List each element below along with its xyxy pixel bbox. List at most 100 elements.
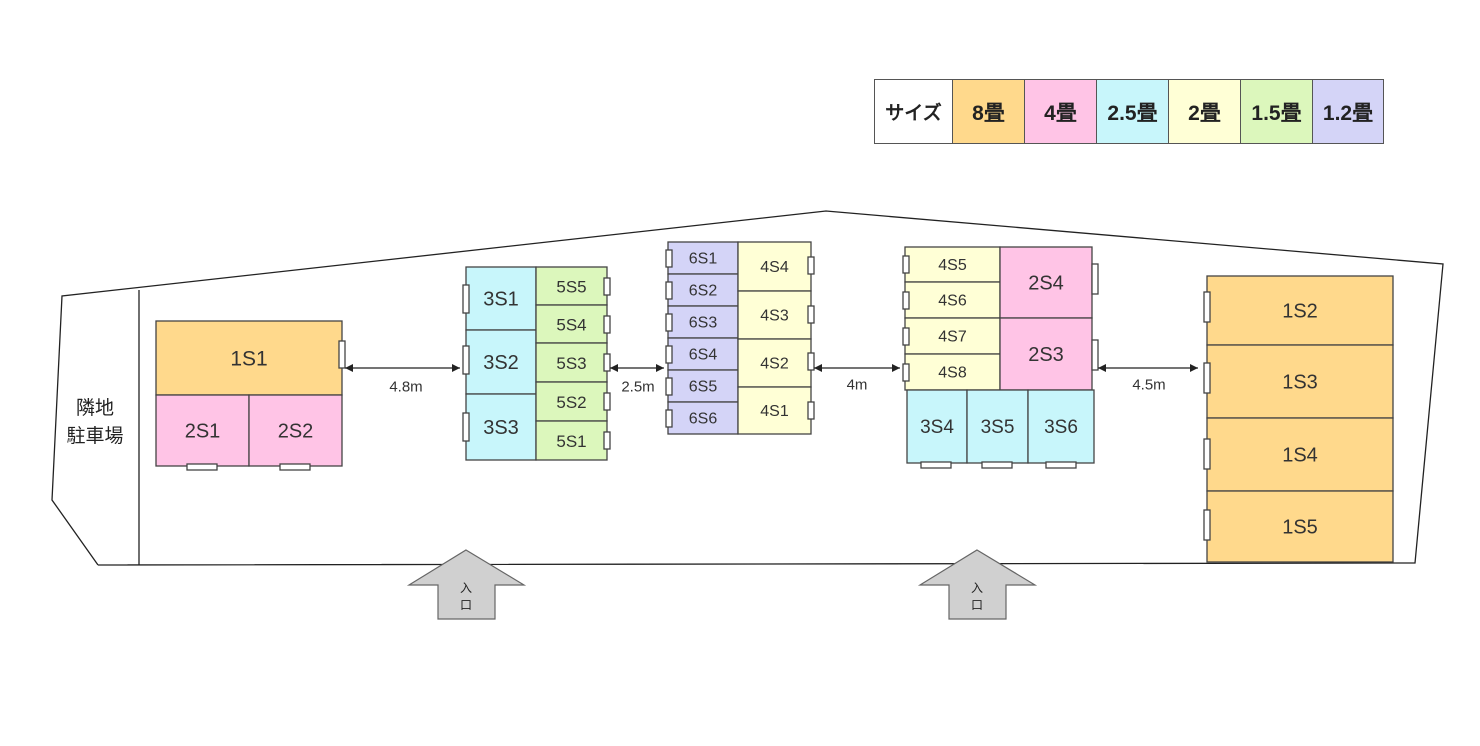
unit-3s6[interactable] [1027,389,1095,464]
distance-marker: 4.8m [345,364,460,396]
site-boundary [51,210,1444,566]
entrance-label-line2: 口 [971,598,983,612]
unit-5s5[interactable] [535,266,608,306]
unit-label-3s6: 3S6 [1044,417,1078,438]
door [186,463,218,471]
neighbor-parking-label: 隣地 駐車場 [66,397,123,447]
unit-4s2[interactable] [737,338,812,388]
unit-label-4s2: 4S2 [760,356,789,373]
distance-label: 4m [847,377,868,394]
arrow-head-left [1098,364,1106,372]
unit-label-4s3: 4S3 [760,308,789,325]
door [462,412,470,442]
unit-label-4s4: 4S4 [760,259,789,276]
distance-marker: 4m [814,364,900,394]
door [902,363,910,382]
door [902,327,910,346]
unit-label-3s4: 3S4 [920,417,954,438]
door [1045,461,1077,469]
legend-8jo: 8畳 [953,80,1025,143]
unit-2s4[interactable] [999,246,1093,319]
unit-label-1s5: 1S5 [1282,517,1318,539]
site-outline [51,210,1444,566]
unit-label-3s5: 3S5 [981,417,1015,438]
door [603,431,611,450]
unit-label-5s5: 5S5 [556,278,586,297]
door [665,409,673,428]
unit-label-1s3: 1S3 [1282,372,1318,394]
door [1203,438,1211,470]
arrow-head-left [345,364,353,372]
unit-label-3s3: 3S3 [483,417,519,439]
legend-2-5jo: 2.5畳 [1097,80,1169,143]
legend-2jo: 2畳 [1169,80,1241,143]
door [1091,263,1099,295]
unit-3s2[interactable] [465,329,537,395]
door [603,392,611,411]
entrance-arrow-icon [406,549,527,620]
legend-1-2jo: 1.2畳 [1313,80,1383,143]
unit-doors [186,249,1211,541]
unit-1s1[interactable] [155,320,343,396]
unit-3s3[interactable] [465,393,537,461]
door [807,401,815,420]
door [1203,362,1211,394]
unit-label-2s4: 2S4 [1028,273,1064,295]
door [920,461,952,469]
entrance-left: 入口 [406,549,527,620]
unit-label-3s1: 3S1 [483,289,519,311]
unit-label-1s4: 1S4 [1282,445,1318,467]
unit-label-5s1: 5S1 [556,432,586,451]
unit-label-6s2: 6S2 [689,283,718,300]
door [902,291,910,310]
unit-label-4s1: 4S1 [760,403,789,420]
unit-label-6s5: 6S5 [689,379,718,396]
door [902,255,910,274]
distance-label: 2.5m [621,379,654,396]
door [981,461,1013,469]
unit-label-5s2: 5S2 [556,393,586,412]
entrance-arrow-icon [917,549,1038,620]
door [462,284,470,314]
door [665,377,673,396]
door [1203,291,1211,323]
unit-2s2[interactable] [248,394,343,467]
arrow-head-right [656,364,664,372]
door [665,313,673,332]
neighbor-label-line2: 駐車場 [66,425,123,447]
arrow-head-left [814,364,822,372]
door [338,340,346,369]
unit-1s2[interactable] [1206,275,1394,346]
unit-6s4[interactable] [667,337,739,371]
unit-label-6s6: 6S6 [689,411,718,428]
unit-label-3s2: 3S2 [483,352,519,374]
door [603,315,611,334]
distance-markers: 4.8m 2.5m 4m 4.5m [345,364,1198,396]
distance-marker: 4.5m [1098,364,1198,394]
distance-label: 4.5m [1132,377,1165,394]
door [807,256,815,275]
door [1091,339,1099,371]
unit-label-6s4: 6S4 [689,347,718,364]
door [1203,509,1211,541]
unit-label-4s8: 4S8 [938,365,967,382]
neighbor-label-line1: 隣地 [76,397,114,419]
door [462,345,470,375]
unit-label-5s3: 5S3 [556,354,586,373]
unit-1s5[interactable] [1206,490,1394,563]
arrow-head-left [610,364,618,372]
unit-3s5[interactable] [966,389,1029,464]
distance-marker: 2.5m [610,364,664,396]
unit-5s1[interactable] [535,420,608,461]
door [603,277,611,296]
legend-1-5jo: 1.5畳 [1241,80,1313,143]
legend-size-heading: サイズ [875,80,953,143]
unit-5s3[interactable] [535,342,608,383]
unit-label-4s6: 4S6 [938,293,967,310]
entrance-label-line2: 口 [460,598,472,612]
door [665,249,673,268]
